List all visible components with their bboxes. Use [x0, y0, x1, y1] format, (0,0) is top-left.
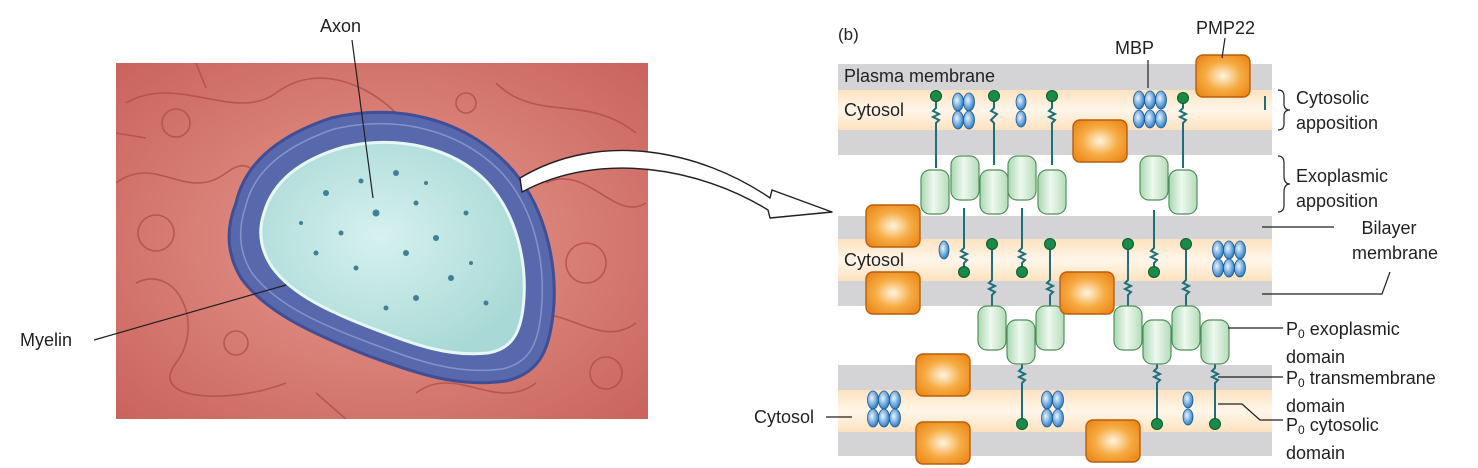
- p0-cytosolic-sub: 0: [1298, 423, 1305, 437]
- p0-transmembrane-line2: domain: [1286, 396, 1346, 416]
- zoom-arrow: [519, 149, 833, 219]
- myelin-label: Myelin: [20, 330, 73, 350]
- p0-cytosolic-heads: [930, 90, 1221, 430]
- annotation-lines: [826, 37, 1391, 421]
- pmp22-proteins: [865, 54, 1251, 465]
- mbp-label: MBP: [1115, 38, 1155, 58]
- pmp22-label: PMP22: [1196, 18, 1256, 38]
- cytosolic-apposition-line2: apposition: [1296, 113, 1379, 133]
- p0-exoplasmic-domains-lower: [977, 305, 1230, 365]
- cytosol-label-middle: Cytosol: [844, 250, 905, 270]
- p0-exoplasmic-rest: exoplasmic: [1304, 319, 1400, 339]
- mbp-clusters: [867, 90, 1246, 428]
- p0-exoplasmic-line2: domain: [1286, 347, 1346, 367]
- panel-label: (b): [838, 25, 859, 44]
- myelin-lamellae: [239, 123, 544, 372]
- p0-cytosolic-leader: [1218, 403, 1283, 421]
- bilayer-membrane-line1: Bilayer: [1361, 218, 1417, 238]
- myelin-leader-line: [93, 284, 287, 341]
- p0-transmembrane-p: P: [1286, 368, 1299, 388]
- p0-exoplasmic-p: P: [1286, 319, 1299, 339]
- p0-transmembrane-tethers: [930, 96, 1266, 424]
- cytosol-label-top: Cytosol: [844, 100, 905, 120]
- p0-cytosolic-p: P: [1286, 415, 1299, 435]
- axon-label: Axon: [320, 16, 362, 36]
- cytosol-label-bottom: Cytosol: [754, 407, 815, 427]
- exoplasmic-apposition-line1: Exoplasmic: [1296, 166, 1389, 186]
- bilayer-membrane-line2: membrane: [1352, 243, 1439, 263]
- cytosolic-apposition-label: Cytosolic apposition: [1296, 86, 1378, 136]
- axon-leader-line: [351, 39, 374, 199]
- exoplasmic-apposition-bracket: [1277, 155, 1291, 213]
- tissue-texture: [116, 63, 648, 419]
- p0-transmembrane-rest: transmembrane: [1304, 368, 1436, 388]
- p0-exoplasmic-domains-upper: [920, 155, 1198, 215]
- plasma-membrane-label: Plasma membrane: [844, 66, 996, 86]
- cytosolic-apposition-bracket: [1277, 89, 1291, 131]
- p0-transmembrane-label: P0 transmembrane domain: [1286, 367, 1436, 418]
- p0-transmembrane-sub: 0: [1298, 376, 1305, 390]
- cytosolic-apposition-line1: Cytosolic: [1296, 88, 1370, 108]
- bilayer-leader-bottom: [1262, 271, 1391, 295]
- bilayer-membrane-label: Bilayer membrane: [1340, 216, 1438, 266]
- myelinated-axon-micrograph: [116, 63, 648, 419]
- p0-cytosolic-label: P0 cytosolic domain: [1286, 414, 1379, 465]
- p0-exoplasmic-label: P0 exoplasmic domain: [1286, 318, 1400, 369]
- axon-cytoskeleton-dots: [299, 170, 489, 311]
- p0-cytosolic-line2: domain: [1286, 443, 1346, 463]
- exoplasmic-apposition-line2: apposition: [1296, 191, 1379, 211]
- pmp22-leader-line: [1221, 37, 1226, 59]
- p0-exoplasmic-sub: 0: [1298, 327, 1305, 341]
- p0-cytosolic-rest: cytosolic: [1304, 415, 1379, 435]
- exoplasmic-apposition-label: Exoplasmic apposition: [1296, 164, 1388, 214]
